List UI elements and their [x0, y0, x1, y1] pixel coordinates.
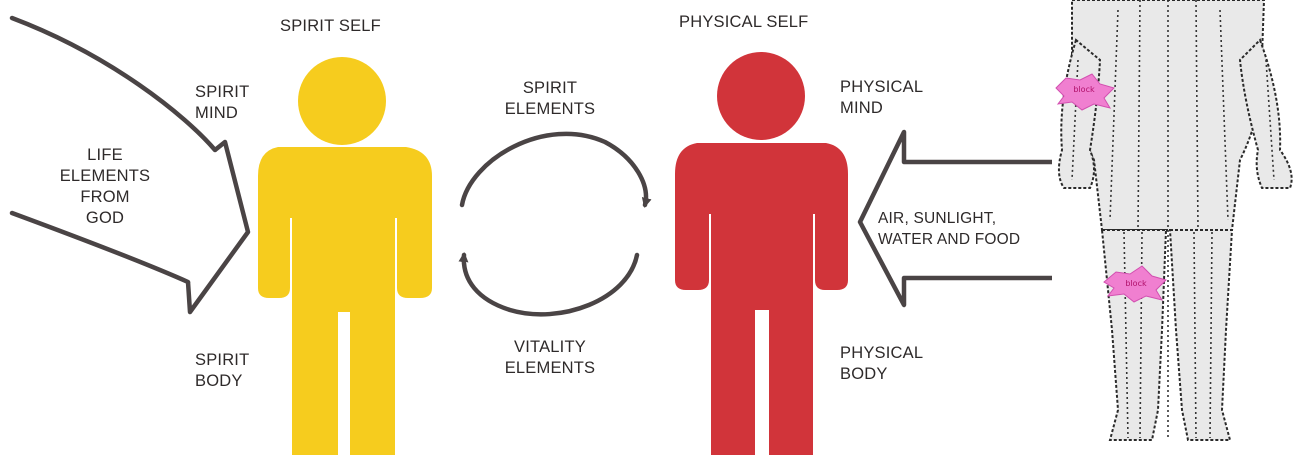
block-marker-label: block [1073, 85, 1095, 94]
spirit-mind-label: SPIRIT MIND [195, 82, 249, 124]
body-chart-image: block block [1052, 0, 1306, 455]
spirit-body-label: SPIRIT BODY [195, 350, 249, 392]
air-sunlight-label: AIR, SUNLIGHT, WATER AND FOOD [878, 208, 1020, 250]
physical-mind-label: PHYSICAL MIND [840, 77, 923, 119]
life-elements-label: LIFE ELEMENTS FROM GOD [40, 145, 170, 229]
physical-self-label: PHYSICAL SELF [679, 12, 808, 33]
cycle-arrows-icon [462, 134, 646, 315]
physical-body-label: PHYSICAL BODY [840, 343, 923, 385]
vitality-elements-label: VITALITY ELEMENTS [480, 337, 620, 379]
spirit-elements-label: SPIRIT ELEMENTS [480, 78, 620, 120]
block-marker-label: block [1125, 279, 1147, 288]
spirit-figure [258, 57, 432, 455]
spirit-self-label: SPIRIT SELF [280, 16, 381, 37]
physical-figure [675, 52, 848, 455]
